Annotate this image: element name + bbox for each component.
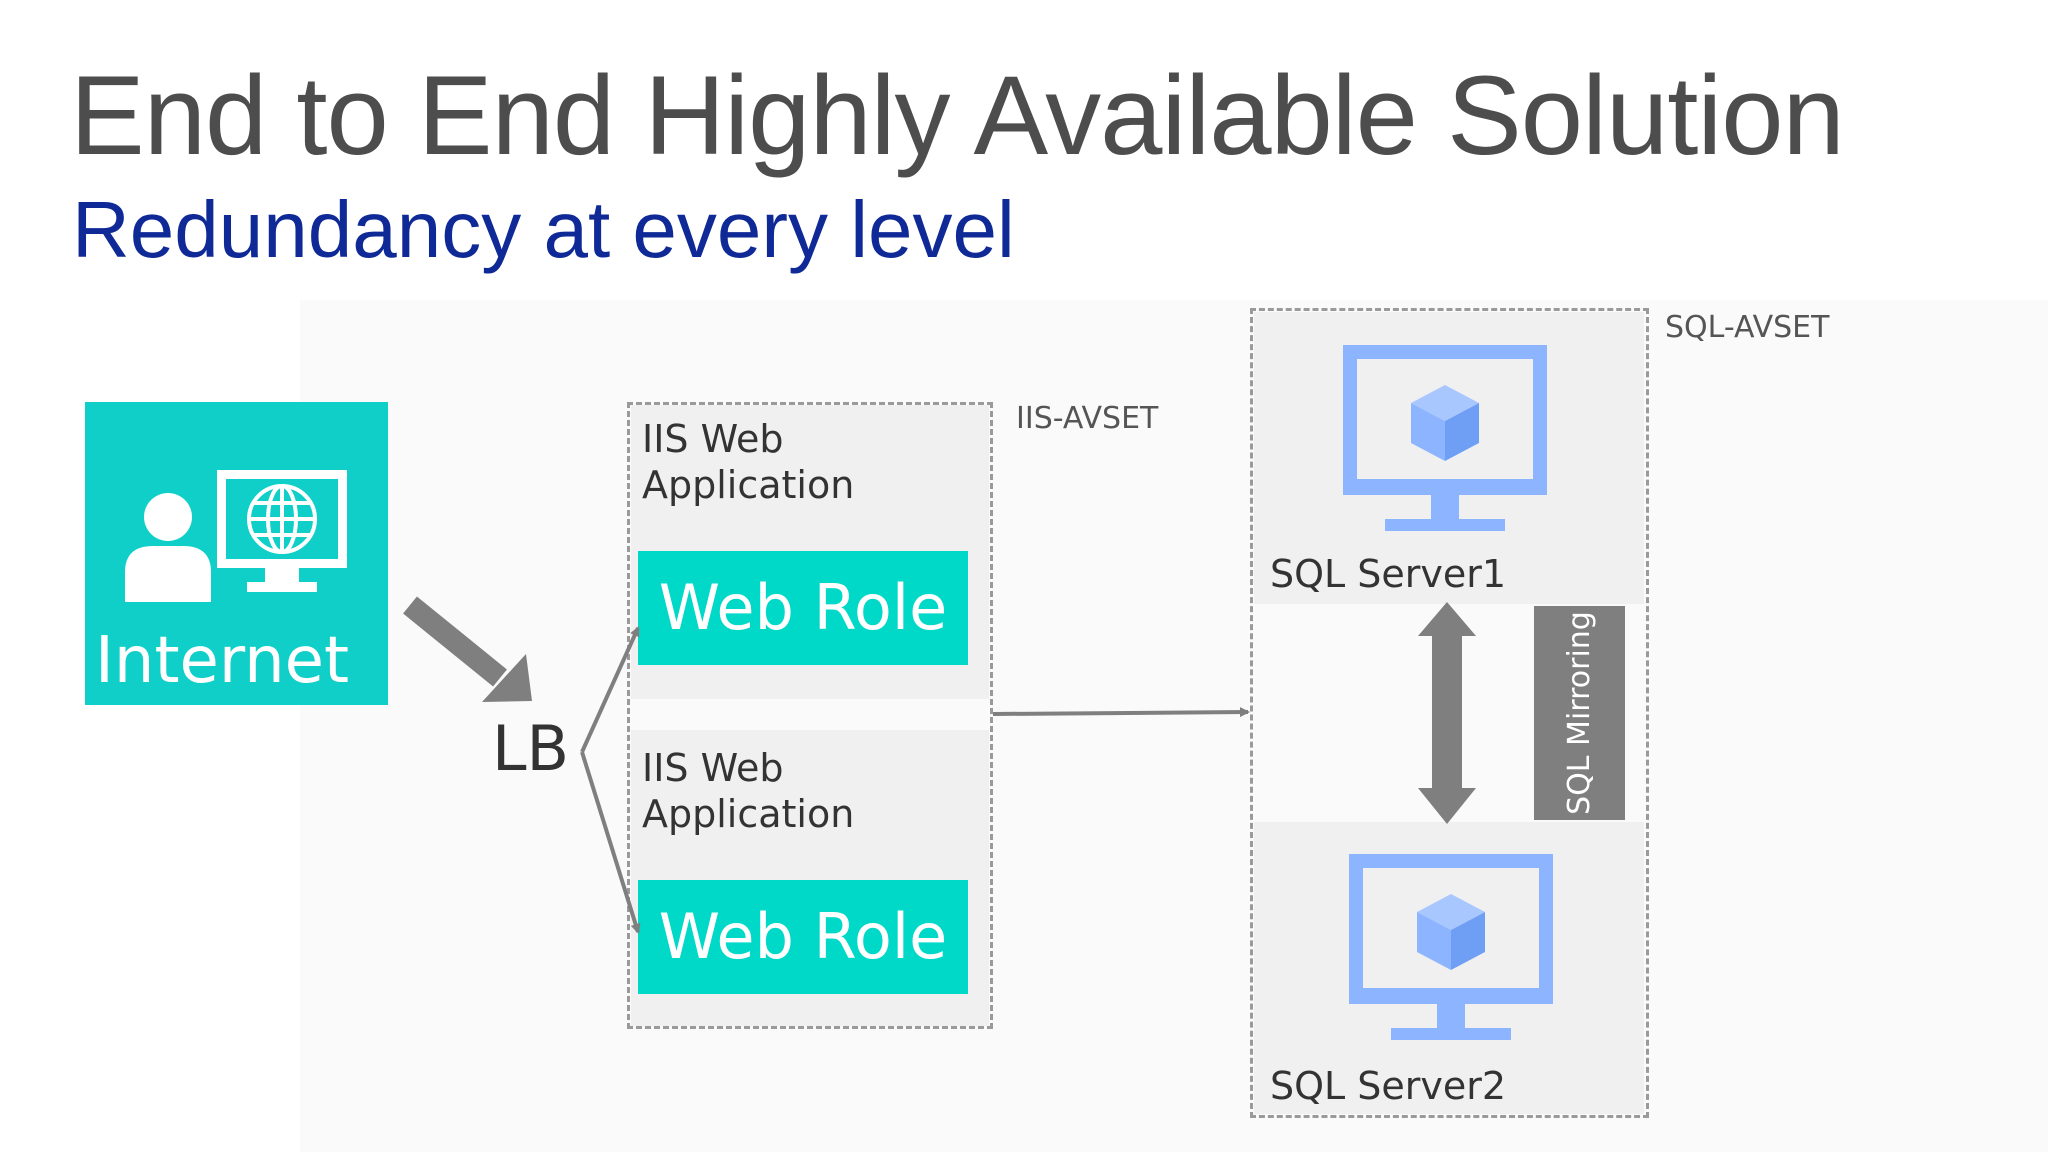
load-balancer-label: LB — [492, 712, 570, 785]
internet-to-lb-arrow — [403, 596, 532, 702]
monitor-base-icon — [247, 582, 317, 592]
iis-web-app-label-1: IIS Web Application — [642, 416, 854, 508]
web-role-box-2: Web Role — [638, 880, 968, 994]
sql-mirroring-double-arrow — [1418, 602, 1476, 824]
iis-web-app-line2: Application — [642, 792, 855, 836]
iis-web-app-label-2: IIS Web Application — [642, 745, 854, 837]
lb-to-web-role-1-connector — [580, 626, 640, 753]
internet-label: Internet — [95, 624, 350, 698]
sql-mirroring-box: SQL Mirroring — [1534, 606, 1625, 820]
iis-web-app-line1: IIS Web — [642, 417, 784, 461]
sql-server1-label: SQL Server1 — [1270, 552, 1507, 596]
web-role-box-1: Web Role — [638, 551, 968, 665]
monitor-cube-icon — [1343, 345, 1547, 531]
lb-to-web-role-2-connector — [580, 751, 641, 934]
cube-icon — [1417, 894, 1485, 970]
user-head-icon — [144, 493, 192, 541]
iis-avset-border — [627, 402, 993, 1029]
internet-user-icon — [125, 470, 347, 602]
sql-avset-border — [1250, 308, 1649, 1118]
user-body-icon — [125, 546, 211, 602]
slide-title: End to End Highly Available Solution — [70, 53, 1845, 178]
internet-tile: Internet — [85, 402, 388, 705]
sql-avset-label: SQL-AVSET — [1665, 310, 1830, 345]
cube-icon — [1411, 385, 1479, 461]
iis-web-app-line1: IIS Web — [642, 746, 784, 790]
iis-to-sql-connector — [992, 707, 1250, 718]
monitor-cube-icon — [1349, 854, 1553, 1040]
slide-subtitle: Redundancy at every level — [72, 185, 1015, 274]
iis-avset-label: IIS-AVSET — [1016, 401, 1159, 436]
diagram-background — [300, 300, 2048, 1152]
globe-icon — [247, 484, 317, 554]
monitor-neck-icon — [265, 568, 299, 582]
iis-web-app-line2: Application — [642, 463, 855, 507]
sql-server2-label: SQL Server2 — [1270, 1064, 1507, 1108]
